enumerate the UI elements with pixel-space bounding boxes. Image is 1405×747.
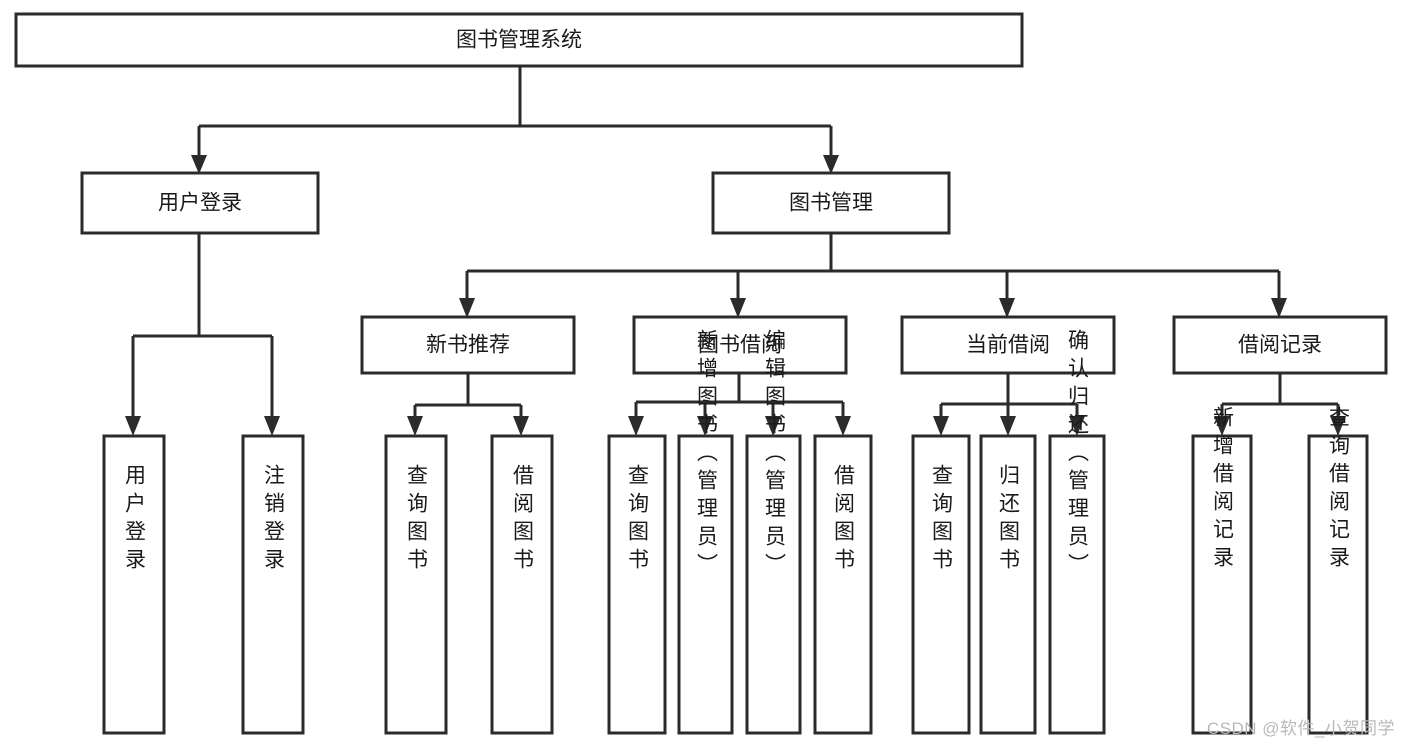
leaf-book-borrow-3[interactable]: 编辑图书（管理员） <box>745 329 802 735</box>
arrow-root-to-book-manage <box>823 155 839 174</box>
node-user-login-label: 用户登录 <box>158 192 242 215</box>
arrow-nb-l1 <box>407 416 423 436</box>
node-root-label: 图书管理系统 <box>456 29 582 52</box>
leaf-new-book-2[interactable]: 借阅图书 <box>490 434 554 735</box>
leaf-borrow-record-1-box[interactable] <box>1191 434 1253 735</box>
node-book-manage-label: 图书管理 <box>789 192 873 215</box>
leaf-user-login-1-box[interactable] <box>102 434 166 735</box>
arrow-user-login-l1 <box>125 416 141 436</box>
leaf-new-book-2-box[interactable] <box>490 434 554 735</box>
arrow-bb-l1 <box>628 416 644 436</box>
node-root-system[interactable]: 图书管理系统 <box>14 12 1024 68</box>
leaf-borrow-record-2[interactable]: 查询借阅记录 <box>1307 406 1369 735</box>
leaf-book-borrow-3-box[interactable] <box>745 434 802 735</box>
leaf-user-login-2[interactable]: 注销登录 <box>241 434 305 735</box>
leaf-new-book-1[interactable]: 查询图书 <box>384 434 448 735</box>
leaf-book-borrow-2[interactable]: 新增图书（管理员） <box>677 329 734 735</box>
arrow-bm-to-borrow <box>730 298 746 318</box>
leaf-current-borrow-3[interactable]: 确认归还（管理员） <box>1048 329 1106 735</box>
leaf-user-login-2-box[interactable] <box>241 434 305 735</box>
leaf-book-borrow-3-label: 编辑图书（管理员） <box>763 329 787 581</box>
node-user-login-box[interactable] <box>80 171 320 235</box>
leaf-current-borrow-2-box[interactable] <box>979 434 1037 735</box>
node-new-book-recommend[interactable]: 新书推荐 <box>360 315 576 375</box>
node-book-borrow[interactable]: 图书借阅 <box>632 315 848 375</box>
leaf-book-borrow-1[interactable]: 查询图书 <box>607 434 667 735</box>
leaf-user-login-1[interactable]: 用户登录 <box>102 434 166 735</box>
leaf-current-borrow-3-label: 确认归还（管理员） <box>1066 329 1090 581</box>
leaf-borrow-record-2-box[interactable] <box>1307 434 1369 735</box>
leaf-user-login-2-label: 注销登录 <box>262 464 286 576</box>
leaf-borrow-record-2-label: 查询借阅记录 <box>1327 406 1351 574</box>
node-root-box[interactable] <box>14 12 1024 68</box>
leaf-book-borrow-2-box[interactable] <box>677 434 734 735</box>
leaf-current-borrow-1[interactable]: 查询图书 <box>911 434 971 735</box>
node-book-manage[interactable]: 图书管理 <box>711 171 951 235</box>
arrow-bm-to-current <box>999 298 1015 318</box>
node-borrow-record-box[interactable] <box>1172 315 1388 375</box>
edge-layer <box>125 66 1346 436</box>
arrow-br-l1 <box>1214 416 1230 436</box>
arrow-bb-l2 <box>697 416 713 436</box>
node-new-book-recommend-label: 新书推荐 <box>426 334 510 357</box>
leaf-new-book-1-label: 查询图书 <box>405 464 429 576</box>
leaf-book-borrow-1-box[interactable] <box>607 434 667 735</box>
leaf-book-borrow-1-label: 查询图书 <box>626 464 650 576</box>
node-borrow-record-label: 借阅记录 <box>1238 334 1322 357</box>
node-user-login[interactable]: 用户登录 <box>80 171 320 235</box>
arrow-cb-l1 <box>933 416 949 436</box>
leaf-current-borrow-2-label: 归还图书 <box>997 464 1021 576</box>
arrow-user-login-l2 <box>264 416 280 436</box>
arrow-bb-l4 <box>835 416 851 436</box>
arrow-br-l2 <box>1330 416 1346 436</box>
leaf-current-borrow-2[interactable]: 归还图书 <box>979 434 1037 735</box>
node-book-borrow-label: 图书借阅 <box>698 334 782 357</box>
arrow-bm-to-record <box>1271 298 1287 318</box>
leaf-book-borrow-2-label: 新增图书（管理员） <box>695 329 719 581</box>
leaf-user-login-1-label: 用户登录 <box>123 464 147 576</box>
leaf-borrow-record-1-label: 新增借阅记录 <box>1211 406 1235 574</box>
leaf-borrow-record-1[interactable]: 新增借阅记录 <box>1191 406 1253 735</box>
leaf-current-borrow-3-box[interactable] <box>1048 434 1106 735</box>
leaf-current-borrow-1-box[interactable] <box>911 434 971 735</box>
node-borrow-record[interactable]: 借阅记录 <box>1172 315 1388 375</box>
arrow-bb-l3 <box>765 416 781 436</box>
arrow-nb-l2 <box>513 416 529 436</box>
arrow-root-to-user-login <box>191 155 207 174</box>
arrow-bm-to-new-book <box>459 298 475 318</box>
leaf-book-borrow-4-box[interactable] <box>813 434 873 735</box>
node-book-borrow-box[interactable] <box>632 315 848 375</box>
leaf-new-book-1-box[interactable] <box>384 434 448 735</box>
node-new-book-recommend-box[interactable] <box>360 315 576 375</box>
arrow-cb-l3 <box>1069 416 1085 436</box>
leaf-current-borrow-1-label: 查询图书 <box>930 464 954 576</box>
node-current-borrow[interactable]: 当前借阅 <box>900 315 1116 375</box>
node-book-manage-box[interactable] <box>711 171 951 235</box>
leaf-book-borrow-4[interactable]: 借阅图书 <box>813 434 873 735</box>
leaf-book-borrow-4-label: 借阅图书 <box>832 464 856 576</box>
leaf-new-book-2-label: 借阅图书 <box>511 464 535 576</box>
node-current-borrow-label: 当前借阅 <box>966 334 1050 357</box>
node-current-borrow-box[interactable] <box>900 315 1116 375</box>
arrow-cb-l2 <box>1000 416 1016 436</box>
